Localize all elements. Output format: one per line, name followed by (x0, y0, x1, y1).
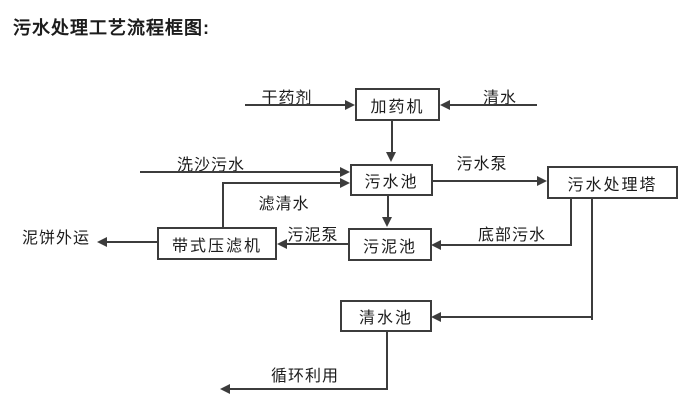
edge-recycle-riser (386, 332, 388, 390)
arrow-left-icon (431, 240, 441, 250)
flow-label-sewage-pump: 污水泵 (456, 156, 508, 173)
node-belt-filter-press: 带式压滤机 (157, 227, 277, 260)
edge-clean-water-line (450, 104, 537, 106)
flow-label-sludge-pump: 污泥泵 (287, 227, 339, 244)
edge-bottom-sewage-riser (570, 199, 572, 246)
arrow-right-icon (340, 178, 350, 188)
edge-filtered-water-riser (222, 184, 224, 227)
node-dosing-machine: 加药机 (355, 88, 440, 121)
edge-mud-cake-line (107, 241, 157, 243)
node-sewage-pool: 污水池 (350, 164, 433, 196)
edge-bottom-sewage-line (441, 244, 572, 246)
node-clean-water-pool: 清水池 (340, 300, 432, 332)
node-clean-water-pool-label: 清水池 (358, 310, 413, 327)
flow-label-filtered-water: 滤清水 (258, 196, 310, 213)
flow-label-clean-water: 清水 (482, 90, 517, 107)
flow-label-sand-washing-sewage: 洗沙污水 (176, 157, 245, 174)
edge-tower-to-clean-riser (591, 199, 593, 320)
node-treatment-tower-label: 污水处理塔 (567, 176, 658, 194)
arrow-right-icon (537, 176, 547, 186)
flow-label-dry-agent: 干药剂 (261, 90, 313, 107)
page-title: 污水处理工艺流程框图: (13, 18, 210, 38)
edge-sand-wash-line (140, 171, 341, 173)
node-sludge-pool: 污泥池 (348, 228, 432, 261)
arrow-left-icon (440, 100, 450, 110)
edge-sewage-pump-line (433, 180, 537, 182)
edge-filtered-water-line (222, 182, 341, 184)
flow-label-bottom-sewage: 底部污水 (477, 227, 546, 244)
arrow-left-icon (97, 237, 107, 247)
edge-tower-to-clean-line (441, 316, 593, 318)
arrow-down-icon (382, 217, 392, 227)
arrow-right-icon (340, 167, 350, 177)
node-treatment-tower: 污水处理塔 (547, 166, 678, 199)
arrow-down-icon (386, 152, 396, 162)
node-belt-filter-press-label: 带式压滤机 (171, 237, 262, 255)
arrow-left-icon (220, 384, 230, 394)
flow-label-recycle-use: 循环利用 (270, 368, 339, 385)
node-dosing-machine-label: 加药机 (370, 98, 425, 116)
node-sludge-pool-label: 污泥池 (362, 238, 417, 256)
arrow-right-icon (345, 100, 355, 110)
edge-pool-to-sludge-line (387, 196, 389, 219)
arrow-left-icon (431, 312, 441, 322)
edge-recycle-line (230, 388, 388, 390)
edge-dry-agent-line (245, 104, 347, 106)
edge-dosing-to-pool-line (391, 121, 393, 154)
arrow-left-icon (277, 239, 287, 249)
node-sewage-pool-label: 污水池 (364, 174, 419, 191)
edge-sludge-pump-line (287, 243, 348, 245)
flow-label-mud-cake-outbound: 泥饼外运 (21, 230, 90, 247)
